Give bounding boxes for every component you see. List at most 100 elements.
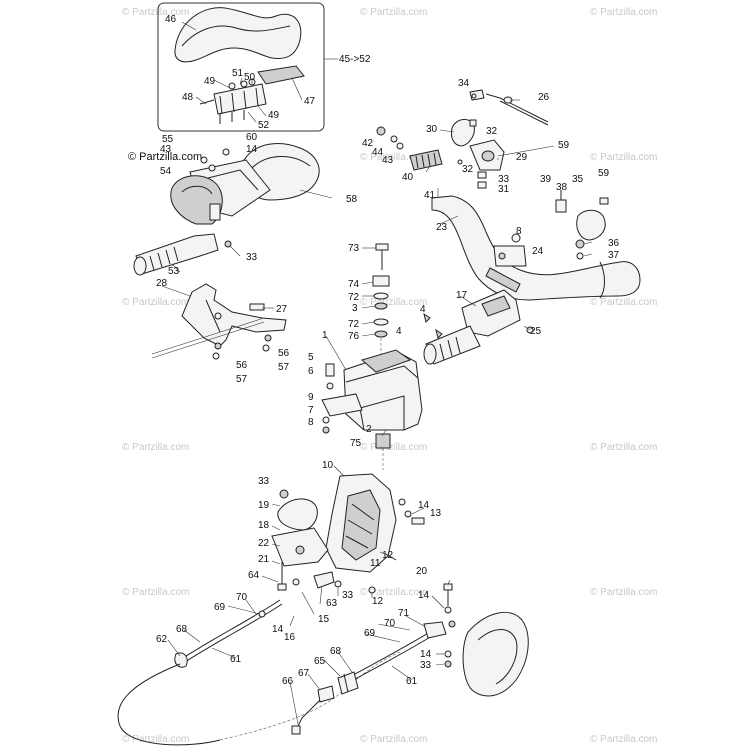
callout-12: 12 <box>372 596 384 607</box>
watermark: © Partzilla.com <box>122 297 189 308</box>
throttle-housing <box>376 119 505 189</box>
callout-24: 24 <box>532 246 544 257</box>
callout-5: 5 <box>308 352 314 363</box>
callout-62: 62 <box>156 634 168 645</box>
callout-28: 28 <box>156 278 168 289</box>
callout-14: 14 <box>272 624 284 635</box>
callout-57: 57 <box>278 362 290 373</box>
callout-40: 40 <box>402 172 414 183</box>
callout-71: 71 <box>398 608 410 619</box>
callout-66: 66 <box>282 676 294 687</box>
callout-15: 15 <box>318 614 330 625</box>
watermark: © Partzilla.com <box>360 587 427 598</box>
callout-21: 21 <box>258 554 270 565</box>
callout-42: 42 <box>362 138 374 149</box>
callout-47: 47 <box>304 96 316 107</box>
callout-68: 68 <box>176 624 188 635</box>
lever-assembly-28 <box>151 283 287 360</box>
callout-9: 9 <box>308 392 314 403</box>
callout-39: 39 <box>540 174 552 185</box>
nozzle-housing <box>443 583 529 697</box>
callout-51: 51 <box>232 68 244 79</box>
callout-10: 10 <box>322 460 334 471</box>
callout-61: 61 <box>230 654 242 665</box>
callout-36: 36 <box>608 238 620 249</box>
watermark: © Partzilla.com <box>590 442 657 453</box>
tilt-bracket-18 <box>271 489 376 594</box>
callout-11: 11 <box>370 558 381 569</box>
callout-52: 52 <box>258 120 270 131</box>
callout-49: 49 <box>268 110 280 121</box>
callout-69: 69 <box>214 602 226 613</box>
callout-59: 59 <box>598 168 610 179</box>
callout-18: 18 <box>258 520 270 531</box>
callout-34: 34 <box>458 78 470 89</box>
watermark: © Partzilla.com <box>590 587 657 598</box>
callout-75: 75 <box>350 438 362 449</box>
callout-1: 1 <box>322 330 328 341</box>
callout-27: 27 <box>276 304 288 315</box>
clamp-24 <box>493 233 527 267</box>
callout-53: 53 <box>168 266 180 277</box>
callout-13: 13 <box>430 508 442 519</box>
callout-4: 4 <box>396 326 402 337</box>
callout-70: 70 <box>236 592 248 603</box>
callout-38: 38 <box>556 182 568 193</box>
callout-14: 14 <box>418 590 430 601</box>
watermark: © Partzilla.com <box>590 734 657 745</box>
callout-70: 70 <box>384 618 396 629</box>
callout-41: 41 <box>424 190 436 201</box>
callout-22: 22 <box>258 538 270 549</box>
callout-6: 6 <box>308 366 314 377</box>
callout-17: 17 <box>456 290 468 301</box>
steering-block-1 <box>321 349 423 470</box>
callout-32: 32 <box>462 164 474 175</box>
watermark: © Partzilla.com <box>590 152 657 163</box>
callout-4: 4 <box>420 304 426 315</box>
knob-36 <box>555 190 609 260</box>
watermark: © Partzilla.com <box>122 734 189 745</box>
callout-range-45-52: 45->52 <box>339 54 371 65</box>
callout-labels: 46 51 50 49 48 47 49 52 45->52 34 26 30 … <box>156 14 620 687</box>
callout-33: 33 <box>420 660 432 671</box>
callout-73: 73 <box>348 243 360 254</box>
callout-56: 56 <box>278 348 290 359</box>
callout-33: 33 <box>498 174 510 185</box>
callout-31: 31 <box>498 184 510 195</box>
callout-55: 55 <box>162 134 174 145</box>
watermark: © Partzilla.com <box>590 297 657 308</box>
cable-61-left <box>117 599 401 746</box>
callout-64: 64 <box>248 570 260 581</box>
callout-20: 20 <box>416 566 428 577</box>
callout-49: 49 <box>204 76 216 87</box>
watermark: © Partzilla.com <box>590 7 657 18</box>
callout-7: 7 <box>308 405 314 416</box>
watermark: © Partzilla.com <box>122 7 189 18</box>
grip-53 <box>133 233 232 276</box>
callout-26: 26 <box>538 92 550 103</box>
callout-8: 8 <box>516 226 522 237</box>
throttle-cable-assembly <box>469 89 549 126</box>
watermark: © Partzilla.com <box>360 442 427 453</box>
callout-14: 14 <box>418 500 430 511</box>
watermark-dark: © Partzilla.com <box>128 151 202 163</box>
callout-68: 68 <box>330 646 342 657</box>
callout-43: 43 <box>160 144 172 155</box>
callout-67: 67 <box>298 668 310 679</box>
callout-33: 33 <box>342 590 354 601</box>
callout-72: 72 <box>348 319 360 330</box>
callout-76: 76 <box>348 331 360 342</box>
callout-33: 33 <box>246 252 258 263</box>
callout-12: 12 <box>382 550 394 561</box>
callout-2: 2 <box>366 424 372 435</box>
handlebar <box>431 195 641 301</box>
callout-72: 72 <box>348 292 360 303</box>
callout-69: 69 <box>364 628 376 639</box>
callout-3: 3 <box>352 303 358 314</box>
callout-14: 14 <box>246 144 258 155</box>
callout-30: 30 <box>426 124 438 135</box>
callout-63: 63 <box>326 598 338 609</box>
watermark: © Partzilla.com <box>360 7 427 18</box>
callout-35: 35 <box>572 174 584 185</box>
